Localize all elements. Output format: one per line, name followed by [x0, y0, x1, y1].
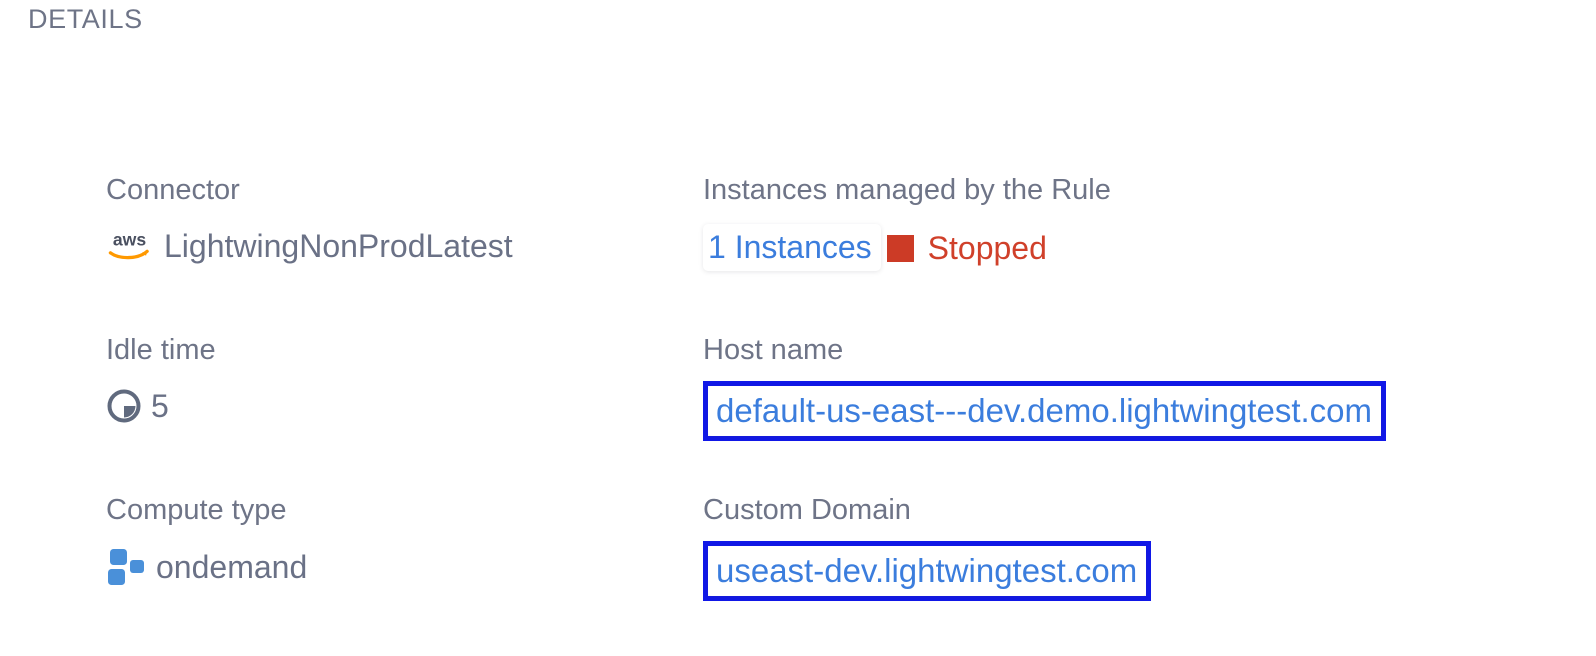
field-idle-time: Idle time 5 — [106, 336, 216, 424]
details-row: Connector aws LightwingNonProdLatest Ins… — [0, 176, 1596, 336]
page-title: DETAILS — [28, 4, 143, 34]
instances-value-row: 1 Instances Stopped — [703, 224, 1111, 271]
field-host-name: Host name default-us-east---dev.demo.lig… — [703, 334, 1387, 441]
details-row: Idle time 5 Host name default-us-east---… — [0, 336, 1596, 496]
custom-domain-label: Custom Domain — [703, 494, 911, 526]
stopped-square-icon — [886, 235, 914, 262]
svg-text:aws: aws — [113, 229, 146, 249]
host-name-value[interactable]: default-us-east---dev.demo.lightwingtest… — [708, 386, 1382, 436]
idle-time-label: Idle time — [106, 334, 216, 366]
field-connector: Connector aws LightwingNonProdLatest — [106, 176, 513, 264]
field-compute-type: Compute type ondemand — [106, 496, 307, 586]
connector-value: LightwingNonProdLatest — [164, 228, 513, 264]
host-name-annotation-box: default-us-east---dev.demo.lightwingtest… — [703, 381, 1387, 441]
status-badge: Stopped — [927, 229, 1047, 266]
connector-value-row: aws LightwingNonProdLatest — [106, 228, 513, 264]
idle-time-value-row: 5 — [106, 388, 216, 424]
connector-label: Connector — [106, 174, 240, 206]
host-name-label: Host name — [703, 334, 844, 366]
compute-blocks-icon — [106, 548, 146, 586]
compute-type-value: ondemand — [156, 549, 308, 585]
custom-domain-annotation-box: useast-dev.lightwingtest.com — [703, 541, 1152, 601]
details-row: Compute type ondemand Custom Domain usea… — [0, 496, 1596, 656]
compute-type-value-row: ondemand — [106, 548, 307, 586]
aws-logo-icon: aws — [106, 226, 153, 262]
clock-icon — [106, 388, 142, 424]
field-custom-domain: Custom Domain useast-dev.lightwingtest.c… — [703, 494, 1152, 601]
custom-domain-value[interactable]: useast-dev.lightwingtest.com — [708, 546, 1147, 596]
idle-time-value: 5 — [151, 388, 169, 424]
details-grid: Connector aws LightwingNonProdLatest Ins… — [0, 176, 1596, 656]
instances-label: Instances managed by the Rule — [703, 174, 1111, 206]
field-instances: Instances managed by the Rule 1 Instance… — [703, 176, 1111, 271]
compute-type-label: Compute type — [106, 494, 287, 526]
instances-count-link[interactable]: 1 Instances — [703, 224, 881, 271]
